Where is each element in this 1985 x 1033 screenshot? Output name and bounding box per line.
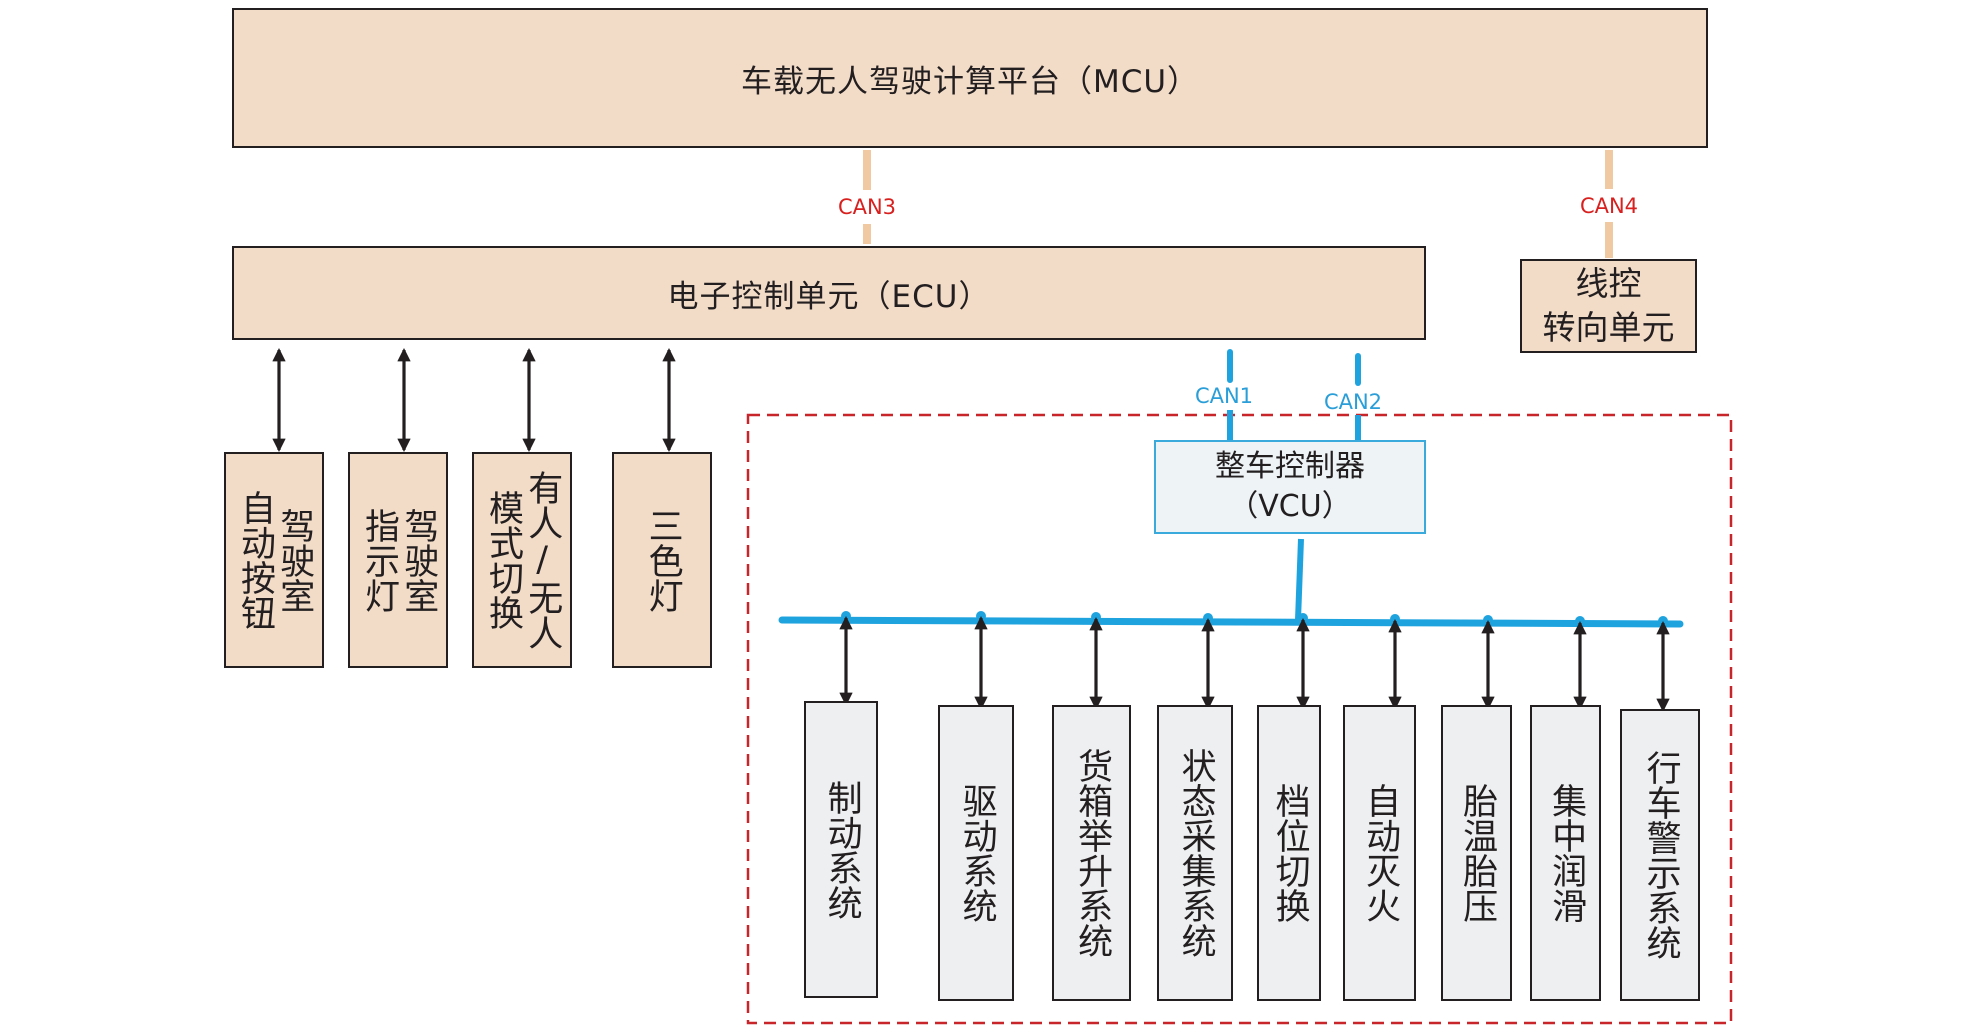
ecu-device-box: 驾驶室 指示灯 <box>348 452 448 668</box>
subsystem-label: 行车警示系统 <box>1640 750 1681 960</box>
vehicle-can-bus <box>778 616 1684 628</box>
subsystem-box: 货箱举升系统 <box>1052 705 1131 1001</box>
subsystem-box: 档位切换 <box>1257 705 1321 1001</box>
subsystem-label: 集中润滑 <box>1546 783 1587 923</box>
subsystem-box: 驱动系统 <box>938 705 1014 1001</box>
can1-label: CAN1 <box>1194 384 1254 408</box>
subsystem-box: 制动系统 <box>804 701 878 998</box>
subsystem-label: 自动灭火 <box>1360 783 1401 923</box>
subsystem-box: 集中润滑 <box>1530 705 1601 1001</box>
vcu-bus-link <box>1295 538 1304 621</box>
vcu-box: 整车控制器 （VCU） <box>1154 440 1426 534</box>
can3-label: CAN3 <box>837 195 897 219</box>
subsystem-box: 状态采集系统 <box>1157 705 1233 1001</box>
can2-label: CAN2 <box>1323 390 1383 414</box>
ecu-device-label: 三色灯 <box>642 507 683 613</box>
can4-label: CAN4 <box>1579 194 1639 218</box>
subsystem-label: 驱动系统 <box>956 783 997 923</box>
ecu-device-label: 有人/无人 模式切换 <box>483 470 563 650</box>
subsystem-label: 胎温胎压 <box>1457 783 1498 923</box>
subsystem-label: 货箱举升系统 <box>1072 748 1113 958</box>
subsystem-label: 状态采集系统 <box>1175 748 1216 958</box>
vcu-group-boundary <box>746 413 1733 1025</box>
subsystem-box: 胎温胎压 <box>1441 705 1512 1001</box>
mcu-box: 车载无人驾驶计算平台（MCU） <box>232 8 1708 148</box>
steering-unit-box: 线控 转向单元 <box>1520 259 1697 353</box>
mcu-label: 车载无人驾驶计算平台（MCU） <box>740 63 1200 100</box>
ecu-box: 电子控制单元（ECU） <box>232 246 1426 340</box>
subsystem-box: 行车警示系统 <box>1620 709 1700 1001</box>
steering-unit-label: 线控 转向单元 <box>1542 264 1675 347</box>
ecu-device-box: 驾驶室 自动按钮 <box>224 452 324 668</box>
ecu-device-box: 有人/无人 模式切换 <box>472 452 572 668</box>
ecu-device-label: 驾驶室 指示灯 <box>359 507 439 613</box>
subsystem-label: 档位切换 <box>1269 783 1310 923</box>
ecu-device-label: 驾驶室 自动按钮 <box>235 490 315 630</box>
ecu-label: 电子控制单元（ECU） <box>667 278 991 315</box>
subsystem-box: 自动灭火 <box>1343 705 1416 1001</box>
subsystem-label: 制动系统 <box>821 779 862 920</box>
vcu-label: 整车控制器 （VCU） <box>1215 448 1365 525</box>
ecu-device-box: 三色灯 <box>612 452 712 668</box>
